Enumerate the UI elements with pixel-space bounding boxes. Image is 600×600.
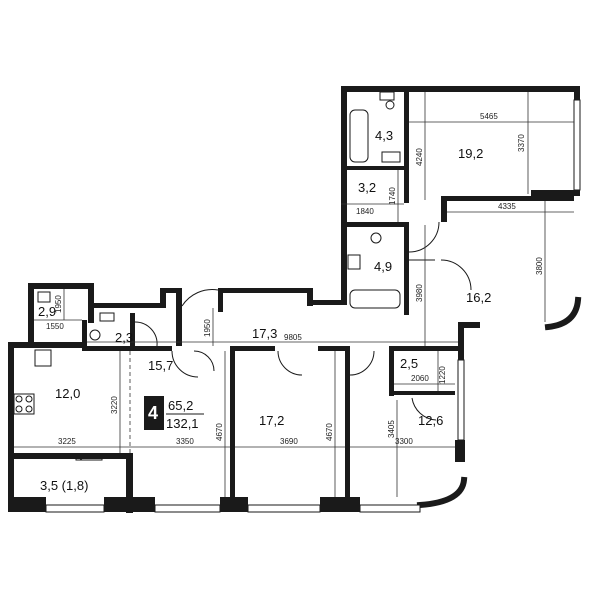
- cooktop-icon: [13, 393, 35, 415]
- windows: [45, 99, 581, 513]
- dimension-label: 1950: [203, 319, 212, 337]
- dimension-label: 3405: [387, 420, 396, 438]
- rooms-count: 4: [148, 403, 158, 423]
- room-area-balcony: 3,5 (1,8): [40, 478, 88, 493]
- sink-icon: [379, 91, 395, 101]
- room-area-bedroom-center: 17,2: [259, 413, 284, 428]
- dimension-label: 3980: [415, 284, 424, 302]
- dimension-label: 4670: [215, 423, 224, 441]
- dimension-label: 3690: [280, 437, 298, 446]
- toilet-icon: [385, 100, 395, 110]
- room-area-living-top-right: 19,2: [458, 146, 483, 161]
- dimension-label: 5465: [480, 112, 498, 121]
- bathtub-icon: [349, 109, 369, 163]
- room-area-corridor: 17,3: [252, 326, 277, 341]
- dimension-label: 3350: [176, 437, 194, 446]
- room-areas: 4,3 19,2 3,2 4,9 16,2 2,9 2,3 17,3 15,7 …: [38, 128, 491, 493]
- room-area-bath-middle: 4,9: [374, 259, 392, 274]
- dimension-label: 3225: [58, 437, 76, 446]
- dimension-label: 9805: [284, 333, 302, 342]
- apartment-summary: 4 65,2 132,1: [144, 396, 204, 431]
- room-area-wc-left: 2,3: [115, 330, 133, 345]
- toilet-icon: [89, 329, 101, 341]
- living-area: 65,2: [168, 398, 193, 413]
- dimension-label: 3300: [395, 437, 413, 446]
- dimension-lines: [14, 92, 574, 497]
- dimension-label: 1550: [46, 322, 64, 331]
- doors: [75, 221, 472, 461]
- room-area-storage-left: 2,9: [38, 304, 56, 319]
- dimension-label: 1840: [356, 207, 374, 216]
- dimension-label: 2060: [411, 374, 429, 383]
- dimension-label: 4240: [415, 148, 424, 166]
- washbasin-icon: [347, 254, 361, 270]
- total-area: 132,1: [166, 416, 199, 431]
- dimension-label: 1220: [438, 366, 447, 384]
- walls: [8, 86, 582, 513]
- room-area-bath-top: 4,3: [375, 128, 393, 143]
- dimension-labels: 5465 3370 4240 1740 1840 4335 3800 3980 …: [46, 112, 544, 446]
- bathtub-icon: [349, 289, 401, 309]
- room-area-bedroom-bottom-right: 12,6: [418, 413, 443, 428]
- dimension-label: 1740: [388, 187, 397, 205]
- room-area-bedroom-right: 16,2: [466, 290, 491, 305]
- washbasin-icon: [99, 312, 115, 322]
- rooms-count-badge: [144, 396, 164, 430]
- room-area-kitchen: 12,0: [55, 386, 80, 401]
- dimension-label: 4670: [325, 423, 334, 441]
- washbasin-icon: [381, 151, 401, 163]
- dimension-label: 1950: [54, 295, 63, 313]
- room-area-wc-top: 3,2: [358, 180, 376, 195]
- dimension-label: 3370: [517, 134, 526, 152]
- boiler-icon: [37, 291, 51, 303]
- room-area-hall: 15,7: [148, 358, 173, 373]
- fixtures: [13, 91, 401, 415]
- dimension-label: 4335: [498, 202, 516, 211]
- dimension-label: 3800: [535, 257, 544, 275]
- dimension-label: 3220: [110, 396, 119, 414]
- room-area-closet-right: 2,5: [400, 356, 418, 371]
- toilet-icon: [370, 232, 382, 244]
- sink-icon: [34, 349, 52, 367]
